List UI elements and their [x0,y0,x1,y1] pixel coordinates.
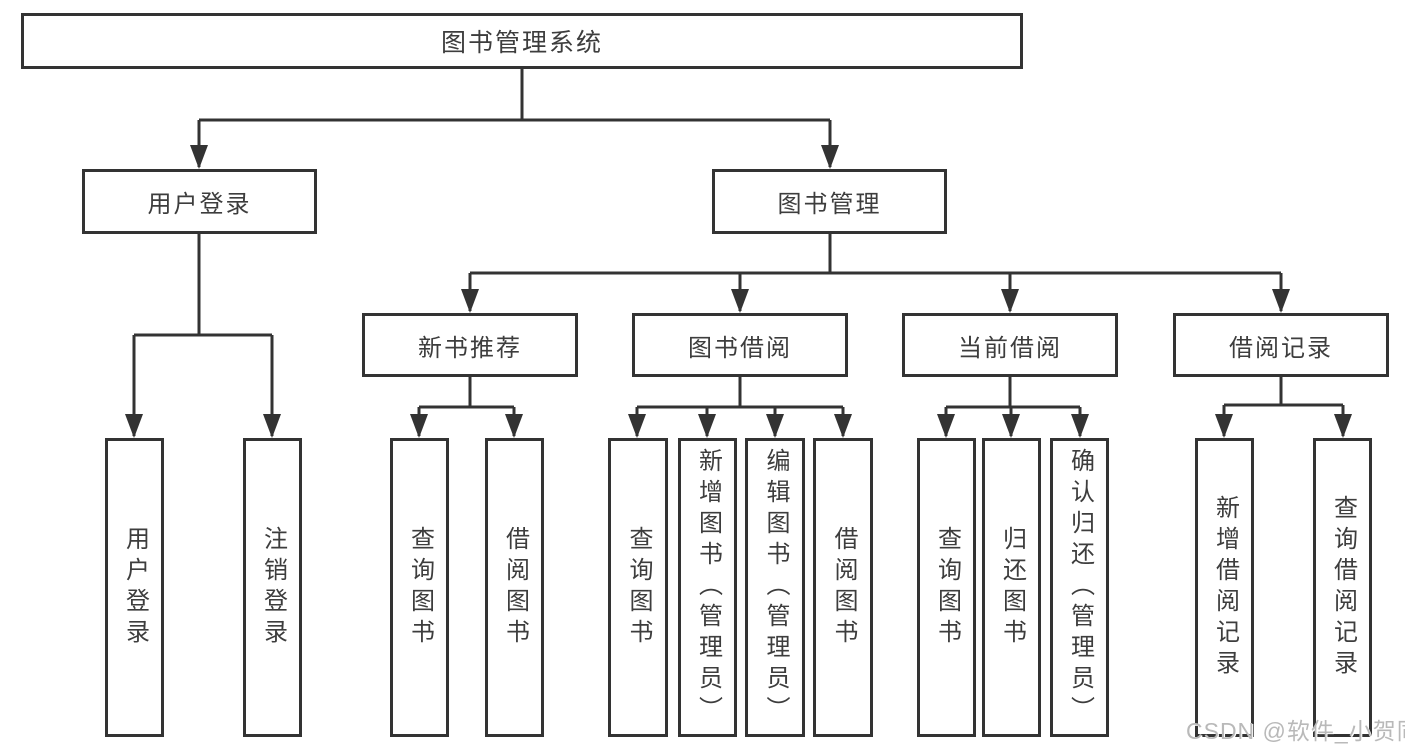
leaf-confirm-return-admin-label: 确认归还（管理员） [1066,448,1094,727]
node-book-management-label: 图书管理 [777,191,882,218]
node-current-borrow-label: 当前借阅 [958,334,1062,362]
connector-root-to-level1 [190,68,839,169]
leaf-user-login-label: 用户登录 [121,525,149,650]
node-borrow-records: 借阅记录 [1173,313,1389,377]
leaf-confirm-return-admin: 确认归还（管理员） [1050,438,1109,737]
node-new-book-recommend-label: 新书推荐 [418,334,522,362]
node-current-borrow: 当前借阅 [902,313,1118,377]
csdn-watermark: CSDN @软件_小贺同学 [1186,718,1405,744]
leaf-edit-book-admin-label: 编辑图书（管理员） [762,448,789,727]
node-borrow-records-label: 借阅记录 [1229,334,1333,362]
leaf-newbook-query-books: 查询图书 [390,438,449,737]
connector-userlogin-to-leaves [125,233,281,438]
leaf-logout: 注销登录 [243,438,302,737]
connector-bookmgmt-to-groups [461,233,1290,313]
leaf-logout-label: 注销登录 [259,525,287,650]
leaf-borrow-query-books-label: 查询图书 [625,525,652,650]
leaf-edit-book-admin: 编辑图书（管理员） [745,438,805,737]
node-root: 图书管理系统 [21,13,1023,69]
leaf-query-borrow-record-label: 查询借阅记录 [1329,494,1357,681]
node-user-login: 用户登录 [82,169,317,234]
node-book-management: 图书管理 [712,169,947,234]
node-book-borrow-label: 图书借阅 [688,334,792,362]
leaf-newbook-borrow-books-label: 借阅图书 [501,525,529,650]
leaf-current-query-books-label: 查询图书 [933,525,961,650]
leaf-borrow-borrow-books: 借阅图书 [813,438,873,737]
node-root-label: 图书管理系统 [440,29,603,57]
leaf-newbook-query-books-label: 查询图书 [406,525,434,650]
connector-bookborrow-to-leaves [628,377,852,438]
leaf-add-book-admin: 新增图书（管理员） [678,438,737,737]
leaf-add-borrow-record-label: 新增借阅记录 [1211,494,1239,681]
leaf-query-borrow-record: 查询借阅记录 [1313,438,1372,737]
leaf-return-books-label: 归还图书 [998,525,1026,650]
leaf-add-borrow-record: 新增借阅记录 [1195,438,1254,737]
leaf-borrow-query-books: 查询图书 [608,438,668,737]
leaf-user-login: 用户登录 [105,438,164,737]
connector-newbook-to-leaves [410,377,523,438]
node-new-book-recommend: 新书推荐 [362,313,578,377]
leaf-newbook-borrow-books: 借阅图书 [485,438,544,737]
leaf-add-book-admin-label: 新增图书（管理员） [694,448,722,727]
connector-currentborrow-to-leaves [937,377,1089,438]
leaf-borrow-borrow-books-label: 借阅图书 [830,525,857,650]
leaf-return-books: 归还图书 [982,438,1041,737]
connector-borrowrecords-to-leaves [1215,377,1352,438]
node-book-borrow: 图书借阅 [632,313,848,377]
leaf-current-query-books: 查询图书 [917,438,976,737]
node-user-login-label: 用户登录 [147,191,252,218]
